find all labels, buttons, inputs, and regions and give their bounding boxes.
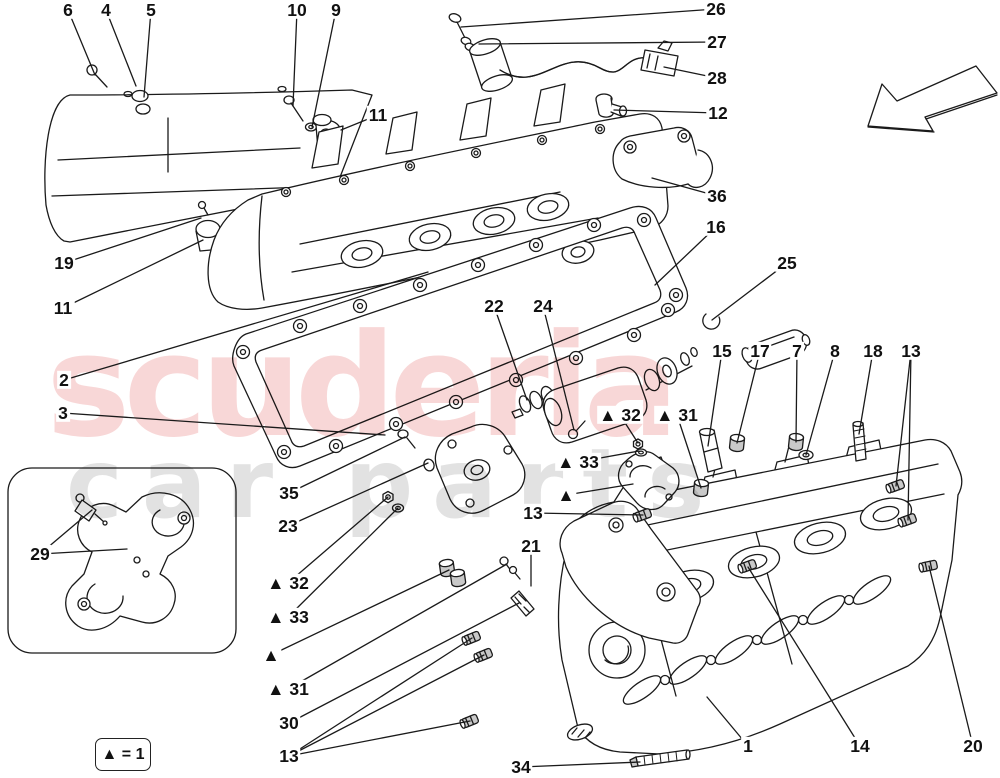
leader-line [288, 637, 473, 757]
leader-line [711, 262, 788, 321]
leader-line [493, 305, 528, 401]
leader-line [288, 654, 485, 757]
fasteners-art [438, 420, 939, 768]
legend-text: ▲ = 1 [101, 745, 145, 763]
leader-line [311, 9, 337, 128]
leader-line [532, 512, 644, 516]
plug-12-art [595, 93, 628, 118]
oring-23-art [423, 458, 435, 472]
leader-line [287, 507, 399, 618]
leader-line [288, 602, 520, 724]
leader-line [67, 9, 96, 76]
leader-line [460, 8, 717, 28]
leader-line [565, 483, 634, 496]
cam-cover-art [207, 83, 669, 310]
inset-box [7, 467, 237, 654]
leader-line [707, 350, 723, 447]
leader-line [292, 9, 298, 107]
legend-box: ▲ = 1 [95, 738, 151, 771]
leader-line [270, 569, 450, 656]
direction-arrow-icon [867, 65, 998, 133]
bolt-10-art [283, 95, 295, 105]
leader-line [654, 226, 717, 286]
leader-line [62, 239, 204, 309]
gasket-art [232, 205, 689, 469]
leader-line [340, 114, 379, 131]
leader-line [288, 436, 406, 494]
sensor-cable-art [448, 13, 679, 92]
plate-36-art [612, 126, 713, 189]
heat-shield-art [44, 64, 373, 243]
leader-line [520, 761, 641, 768]
leader-line [619, 414, 639, 444]
leader-line [39, 548, 128, 555]
leader-line [747, 566, 861, 747]
leader-line [663, 66, 718, 79]
cam-cap-art [617, 438, 680, 511]
leader-line [613, 109, 719, 114]
leader-line [143, 9, 152, 98]
leader-line [795, 350, 798, 443]
flange-cover-art [382, 423, 526, 514]
leader-line [288, 720, 471, 757]
leader-line [287, 496, 389, 584]
leader-line [928, 565, 974, 747]
leader-line [62, 412, 386, 436]
leader-line [63, 271, 429, 381]
leader-line [478, 41, 718, 45]
leader-line [287, 563, 508, 690]
leader-line [736, 350, 761, 444]
leader-line [577, 450, 640, 463]
leader-line [287, 462, 429, 527]
leader-line [858, 350, 874, 435]
leader-line [895, 350, 912, 487]
connector-28-art [640, 49, 679, 77]
leader-line [542, 305, 575, 431]
leader-line [105, 9, 137, 87]
leader-line [676, 414, 702, 489]
leader-line [907, 350, 912, 521]
leader-line [39, 509, 93, 555]
leader-line [651, 177, 718, 197]
leader-line [706, 696, 749, 747]
leader-line [805, 350, 836, 456]
leader-line [63, 217, 202, 264]
